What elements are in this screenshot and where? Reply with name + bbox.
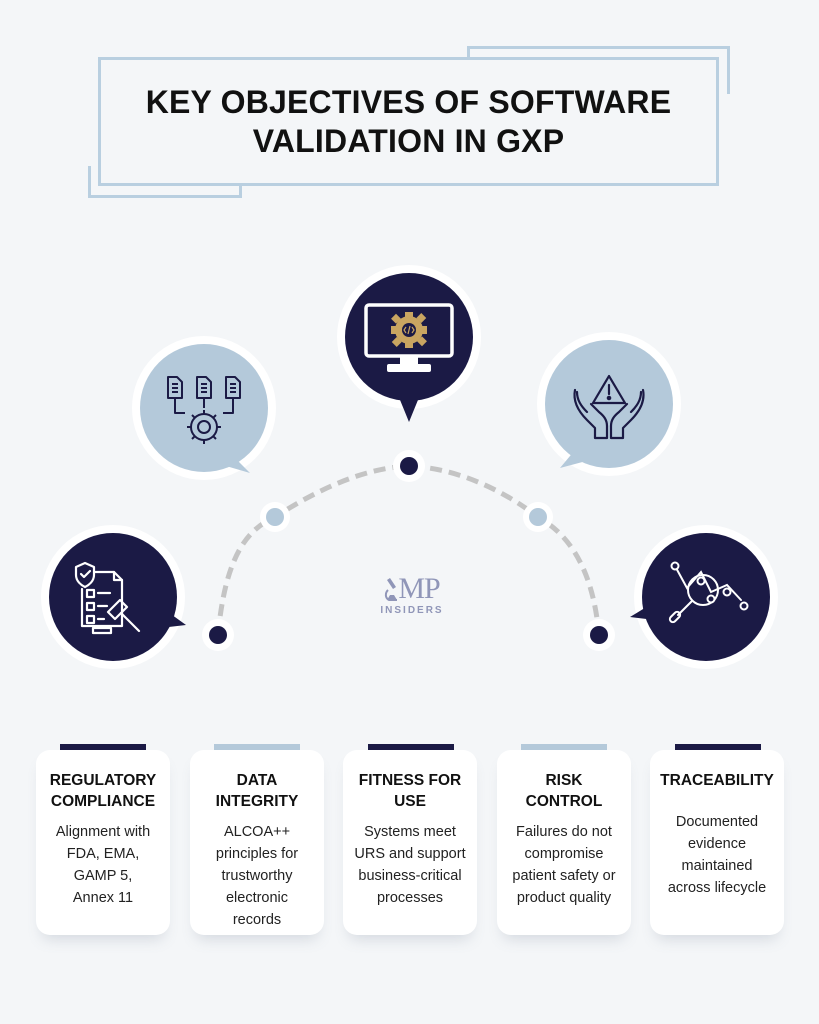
bubble-traceability: [630, 525, 778, 669]
card-traceability: TRACEABILITY Documented evidence maintai…: [650, 750, 784, 935]
monitor-code-gear-icon: [364, 303, 454, 372]
arc-node-left-mid: [260, 502, 290, 532]
card-bar-risk-control: [521, 744, 607, 754]
card-description: ALCOA++ principles for trustworthy elect…: [215, 824, 299, 928]
card-risk-control: RISK CONTROL Failures do not compromise …: [497, 750, 631, 935]
card-title: DATA INTEGRITY: [215, 772, 299, 810]
card-fitness-for-use: FITNESS FOR USE Systems meet URS and sup…: [343, 750, 477, 935]
title-line-1: KEY OBJECTIVES OF SOFTWARE: [145, 83, 672, 120]
card-title: REGULATORY COMPLIANCE: [49, 772, 157, 810]
arc-node-right-bottom: [583, 619, 615, 651]
documents-gear-icon: [167, 376, 241, 444]
card-bar-data-integrity: [214, 744, 300, 754]
microscope-icon: [384, 576, 398, 601]
card-bar-fitness: [368, 744, 454, 754]
card-data-integrity: DATA INTEGRITY ALCOA++ principles for tr…: [190, 750, 324, 935]
card-description: Documented evidence maintained across li…: [667, 814, 767, 896]
logo-text: MP: [398, 572, 440, 605]
magnifier-data-trace-icon: [668, 561, 749, 624]
card-bar-traceability: [675, 744, 761, 754]
regulatory-checklist-gavel-icon: [74, 561, 141, 635]
bubble-risk-control: [537, 332, 681, 476]
logo-subtitle: INSIDERS: [380, 605, 444, 616]
bubble-fitness: [337, 265, 481, 422]
card-bar-regulatory: [60, 744, 146, 754]
bubble-data-integrity: [132, 336, 276, 480]
arc-node-top: [393, 450, 425, 482]
logo-mark: MP: [372, 572, 452, 605]
bubble-regulatory: [41, 525, 186, 669]
title-box: KEY OBJECTIVES OF SOFTWARE VALIDATION IN…: [98, 57, 719, 186]
gmp-insiders-logo: MP INSIDERS: [372, 572, 452, 617]
card-description: Systems meet URS and support business-cr…: [354, 824, 466, 906]
arc-node-left-bottom: [202, 619, 234, 651]
card-regulatory-compliance: REGULATORY COMPLIANCE Alignment with FDA…: [36, 750, 170, 935]
card-title: RISK CONTROL: [525, 772, 603, 810]
arc-node-right-mid: [523, 502, 553, 532]
title-line-2: VALIDATION IN GXP: [252, 122, 565, 159]
card-title: TRACEABILITY: [660, 772, 774, 789]
card-title: FITNESS FOR USE: [358, 772, 462, 810]
card-description: Alignment with FDA, EMA, GAMP 5, Annex 1…: [55, 824, 151, 906]
page-title: KEY OBJECTIVES OF SOFTWARE VALIDATION IN…: [146, 83, 672, 161]
card-description: Failures do not compromise patient safet…: [512, 824, 616, 906]
hands-warning-icon: [573, 374, 645, 440]
